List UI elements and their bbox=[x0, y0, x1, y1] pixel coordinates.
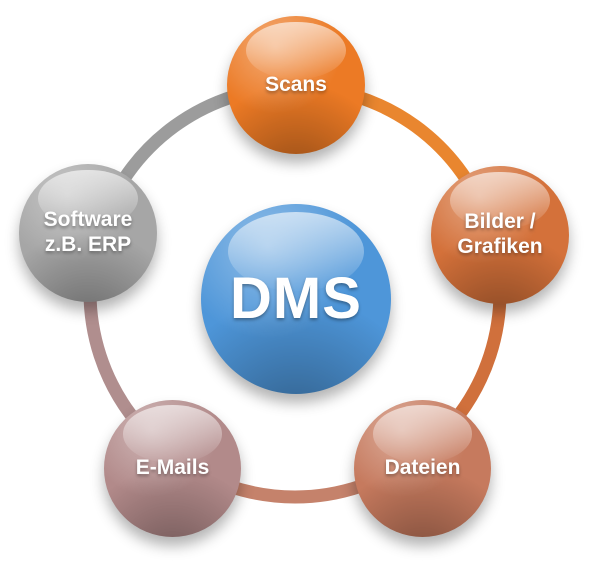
node-scans-label: Scans bbox=[265, 72, 327, 96]
node-dateien-label: Dateien bbox=[384, 456, 461, 480]
node-scans: Scans bbox=[227, 16, 365, 154]
node-software-erp: Software z.B. ERP bbox=[19, 164, 157, 302]
node-bilder-grafiken: Bilder / Grafiken bbox=[431, 166, 569, 304]
node-dateien: Dateien bbox=[354, 400, 491, 537]
node-e-mails-label: E-Mails bbox=[135, 456, 210, 480]
node-dms: DMS bbox=[201, 204, 391, 394]
node-bilder-grafiken-label: Bilder / Grafiken bbox=[457, 210, 543, 258]
node-software-erp-label: Software z.B. ERP bbox=[43, 208, 133, 256]
node-e-mails: E-Mails bbox=[104, 400, 241, 537]
node-dms-label: DMS bbox=[230, 265, 362, 331]
